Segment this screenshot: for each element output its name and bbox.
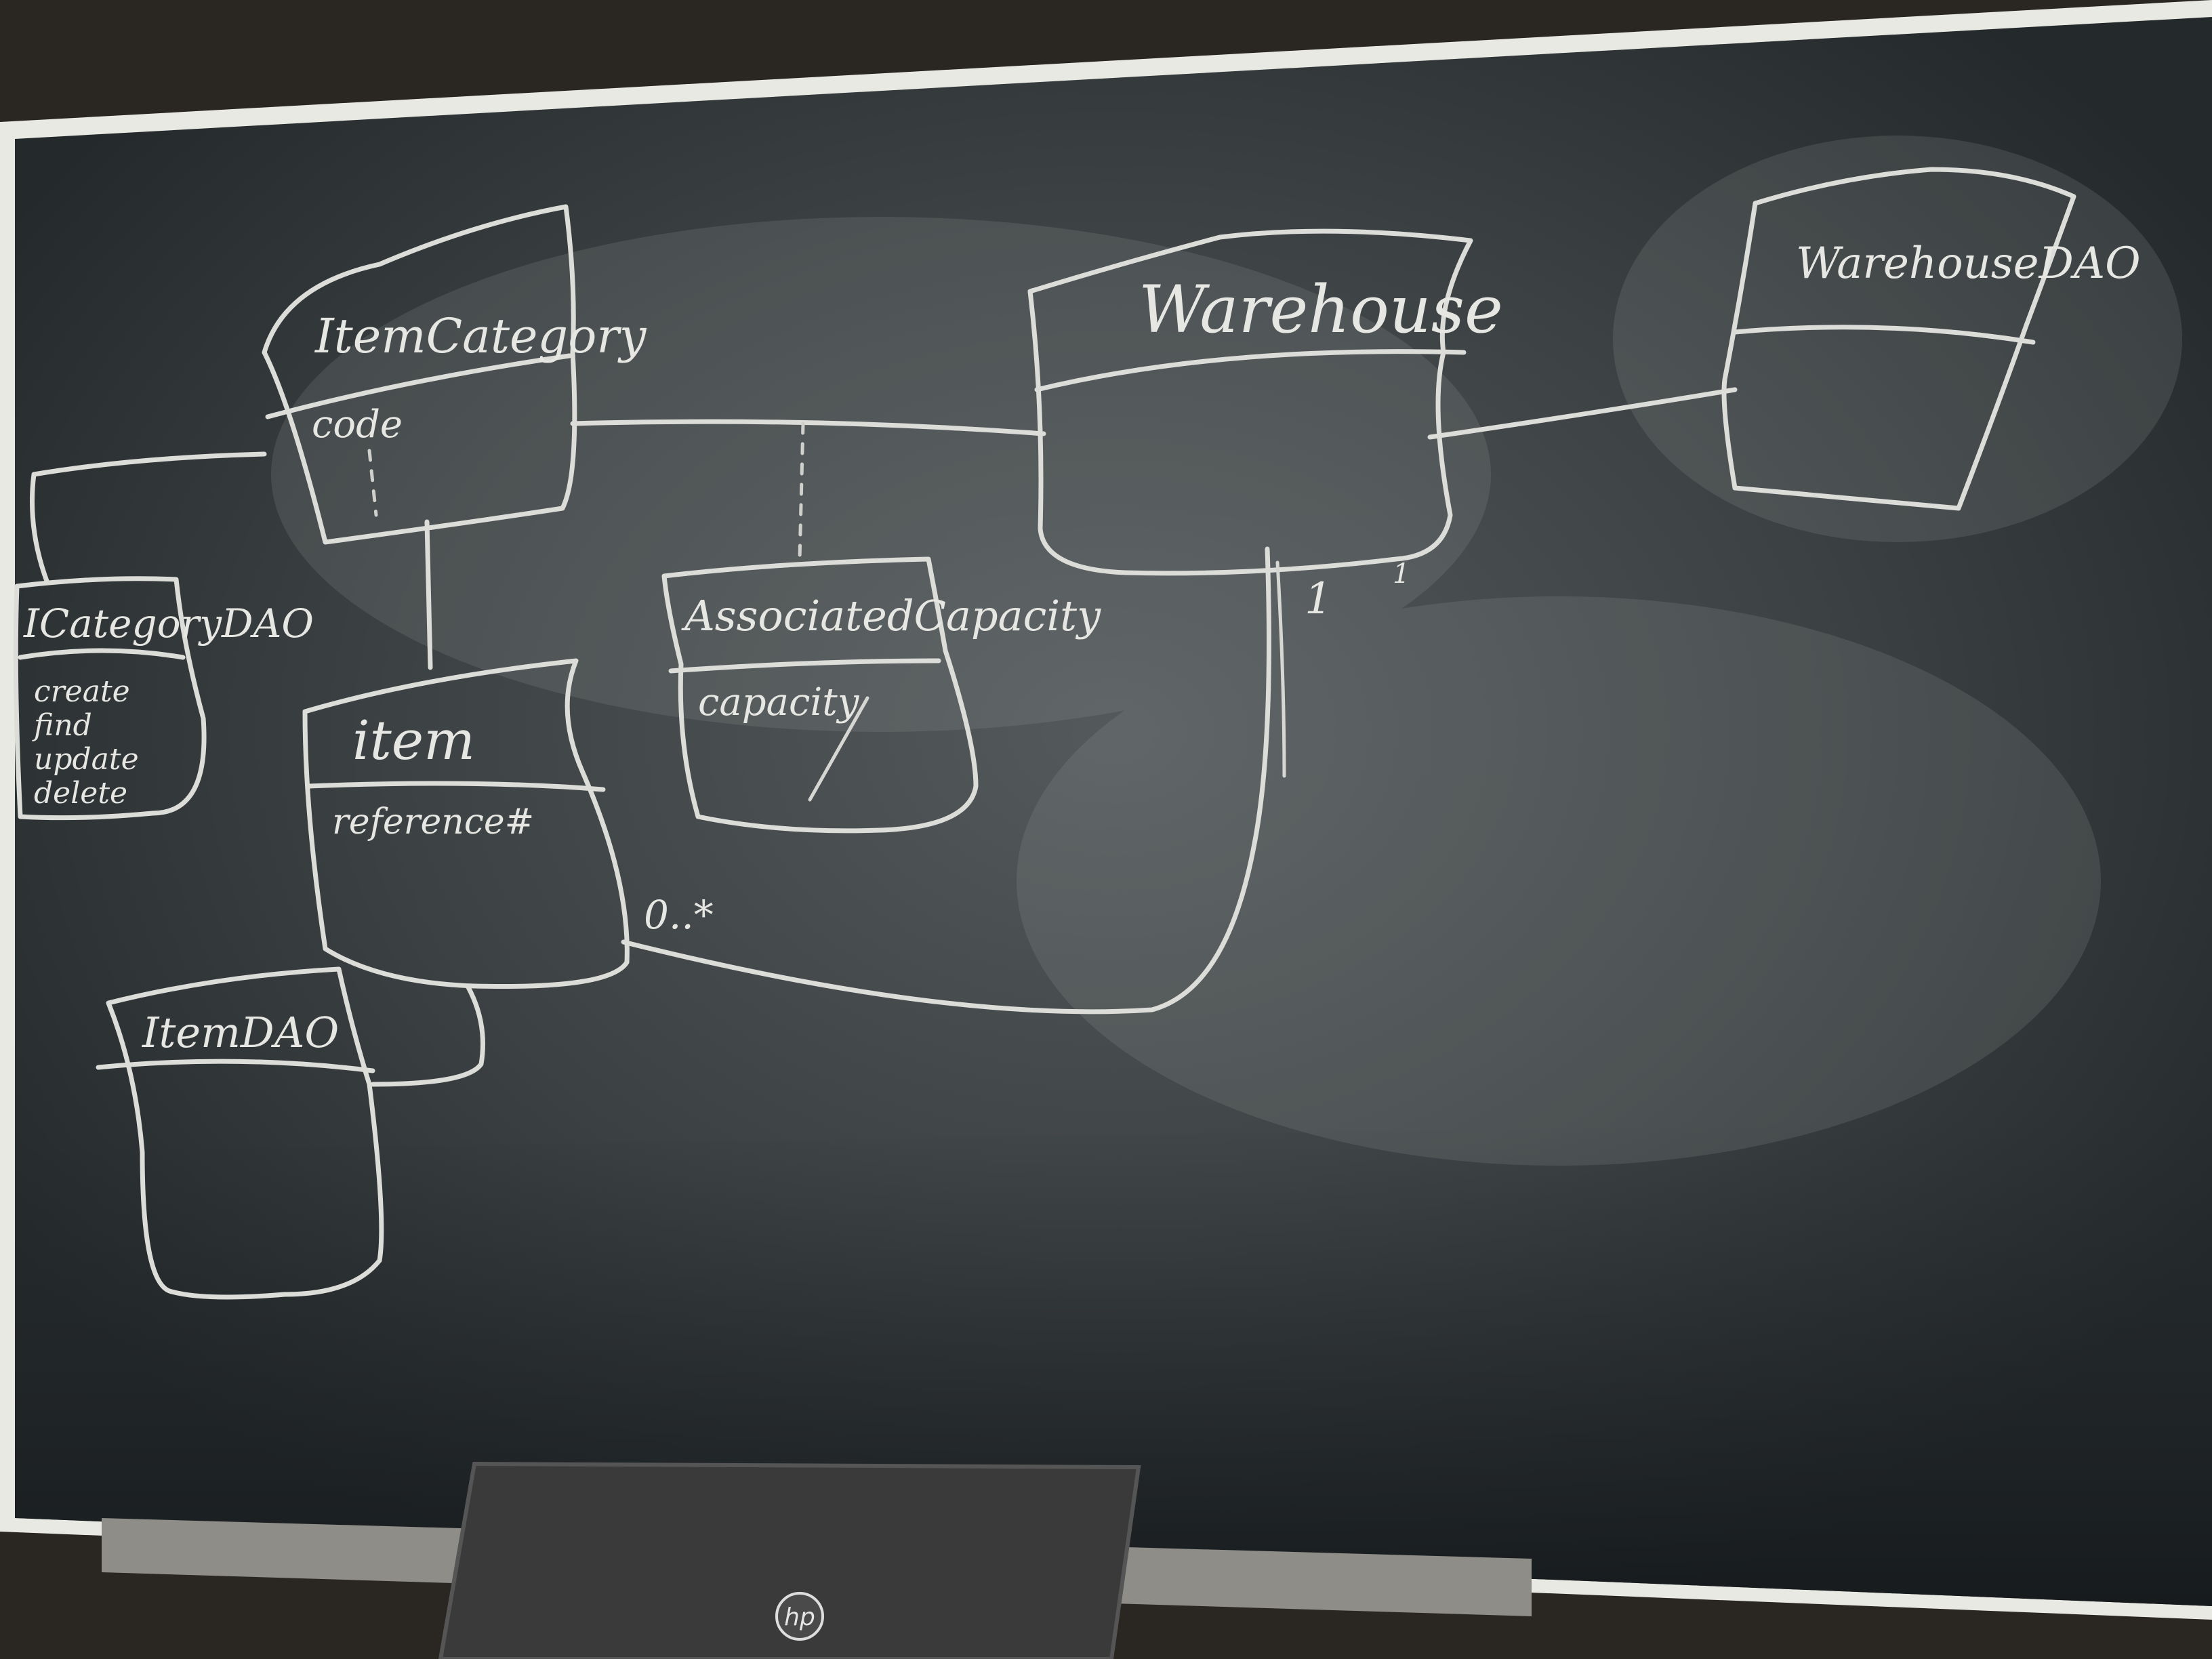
assoc-category-item	[424, 519, 433, 670]
laptop-lid	[438, 1461, 1141, 1659]
multiplicity-warehouse-b: 1	[1393, 558, 1410, 590]
assoc-warehouse-dao	[1427, 387, 1738, 440]
class-item-dao: ItemDAO	[96, 966, 384, 1300]
item-category-dao-name: ICategoryDAO	[23, 600, 314, 647]
class-item-category: ItemCategory code	[262, 204, 647, 545]
assoc-warehouse-item	[621, 546, 1271, 1015]
item-category-dao-attr-delete: delete	[34, 776, 127, 811]
item-category-attr-code: code	[312, 403, 403, 447]
class-associated-capacity: AssociatedCapacity capacity	[661, 556, 1101, 834]
assoc-category-warehouse	[570, 419, 1046, 436]
laptop-logo: hp	[784, 1603, 815, 1631]
warehouse-name: Warehouse	[1139, 272, 1503, 348]
associated-capacity-name: AssociatedCapacity	[681, 591, 1101, 640]
assoc-item-dao	[370, 983, 485, 1087]
laptop: hp	[438, 1461, 1141, 1659]
warehouse-dao-name: WarehouseDAO	[1796, 239, 2141, 289]
class-warehouse-dao: WarehouseDAO	[1721, 167, 2141, 511]
item-category-name: ItemCategory	[314, 308, 647, 364]
multiplicity-warehouse-a: 1	[1305, 574, 1332, 624]
eraser-smudges	[271, 136, 2182, 1166]
item-dao-name: ItemDAO	[142, 1008, 339, 1057]
class-item-category-dao: ICategoryDAO create find update delete	[13, 576, 314, 821]
associated-capacity-attr-capacity: capacity	[698, 680, 860, 724]
item-category-dao-attr-create: create	[34, 674, 130, 709]
multiplicity-item: 0..*	[644, 892, 714, 938]
assoc-category-dao	[30, 451, 267, 586]
class-warehouse: Warehouse	[1027, 228, 1503, 576]
warehouse-tick	[1275, 560, 1286, 778]
item-category-dao-attr-find: find	[32, 708, 92, 743]
item-name: item	[352, 709, 475, 772]
assoc-class-link	[798, 422, 805, 561]
laptop-logo-badge	[775, 1592, 824, 1641]
item-category-dao-attr-update: update	[34, 742, 139, 777]
class-item: item reference#	[302, 658, 630, 989]
associations	[30, 387, 1738, 1087]
item-attr-reference: reference#	[332, 802, 534, 842]
